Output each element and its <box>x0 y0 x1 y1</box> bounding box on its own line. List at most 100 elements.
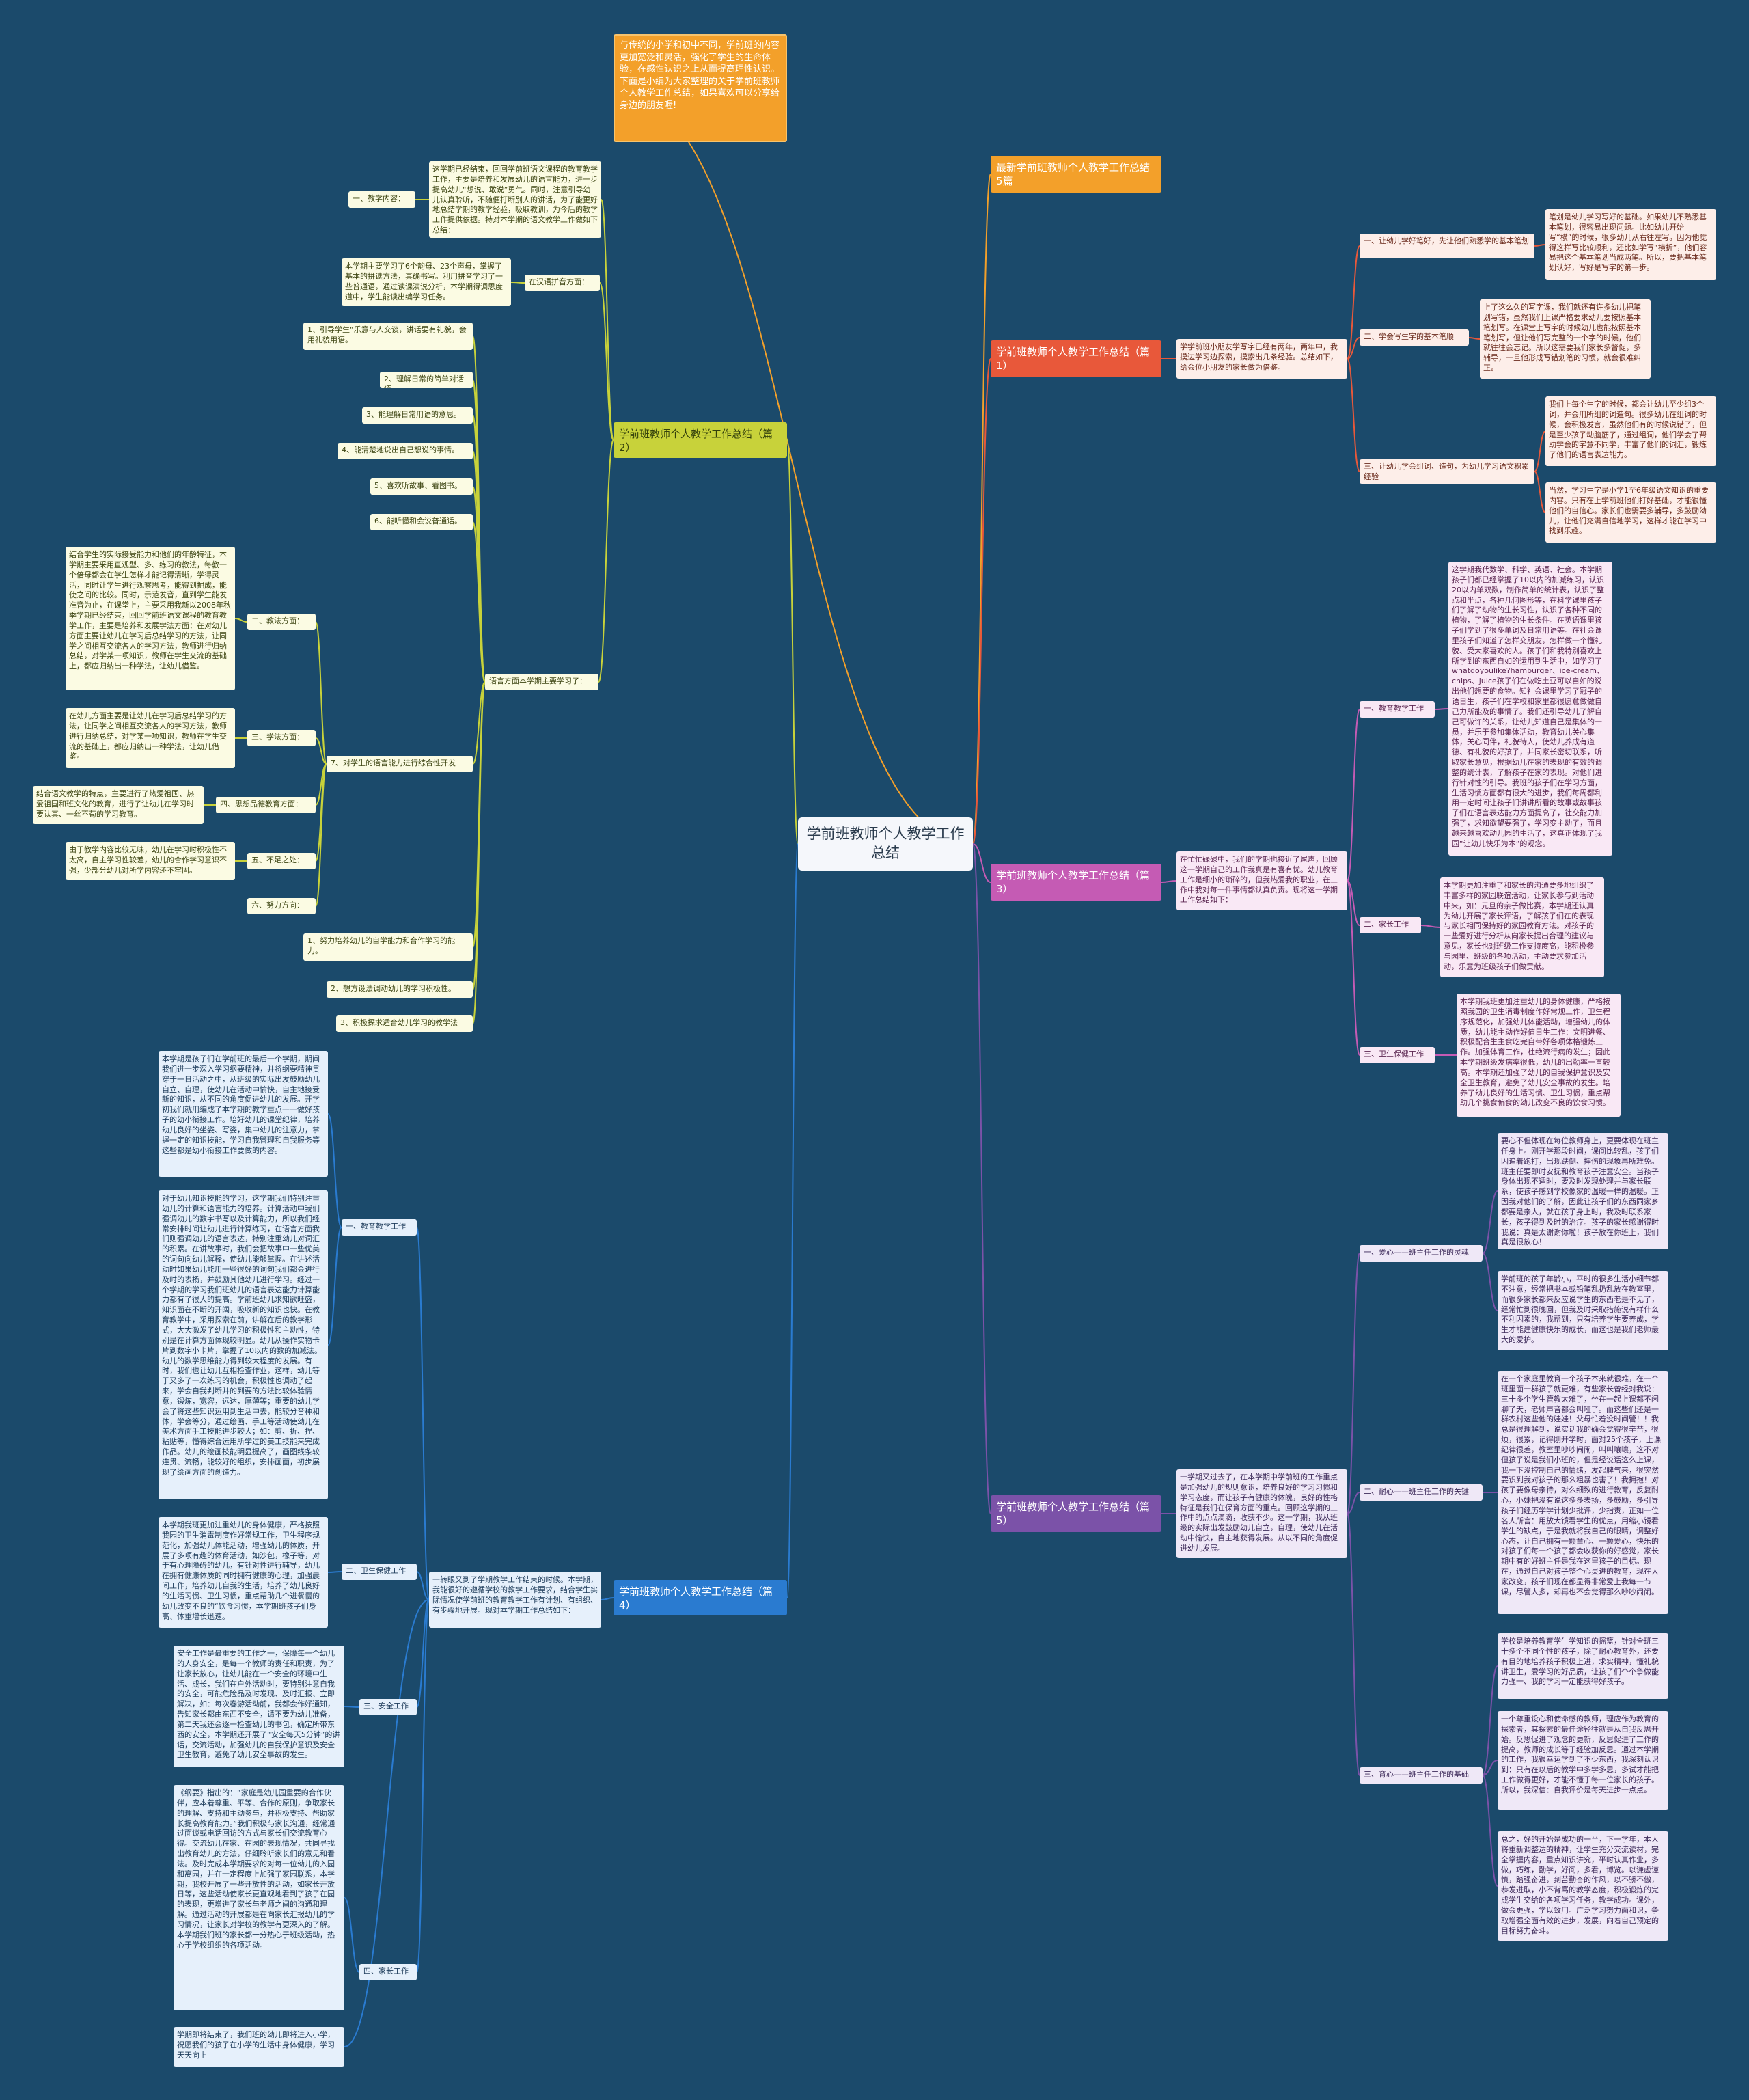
part2-sub3-label[interactable]: 四、思想品德教育方面： <box>216 797 316 813</box>
branch-latest-5[interactable]: 最新学前班教师个人教学工作总结5篇 <box>991 156 1161 193</box>
part2-item2-text[interactable]: 本学期主要学习了6个韵母、23个声母，掌握了基本的拼读方法，真确书写。利用拼音学… <box>342 258 511 306</box>
part5-item2-label[interactable]: 二、耐心——班主任工作的关键 <box>1360 1484 1483 1501</box>
connector-line <box>327 1113 342 1228</box>
connector-line <box>1468 337 1481 340</box>
part1-item2-label[interactable]: 二、学会写生字的基本笔顺 <box>1360 329 1469 346</box>
part2-sub2-text[interactable]: 在幼儿方面主要是让幼儿在学习后总结学习的方法，让同学之间相互交流各人的学习方法，… <box>66 708 235 768</box>
connector-line <box>1534 244 1546 247</box>
part4-item2-text[interactable]: 本学期我班更加注重幼儿的身体健康，严格按照我园的卫生消毒制度作好常规工作，卫生程… <box>159 1517 328 1628</box>
part5-item1-text2[interactable]: 学前班的孩子年龄小，平时的很多生活小细节都不注意，经常把书本或铅笔乱扔乱放在教室… <box>1498 1271 1668 1350</box>
part1-item1-label[interactable]: 一、让幼儿学好笔好，先让他们熟悉学的基本笔划 <box>1360 234 1534 258</box>
part1-desc[interactable]: 学学前班小朋友学写字已经有两年，两年中，我摸边学习边探索，摸索出几条经验。总结如… <box>1176 339 1347 379</box>
part4-item4-label[interactable]: 四、家长工作 <box>359 1964 417 1980</box>
connector-line <box>972 843 991 883</box>
connector-line <box>416 1599 430 1708</box>
part1-item2-text[interactable]: 上了这么久的写字课，我们就还有许多幼儿把笔划写错，虽然我们上课严格要求幼儿要按照… <box>1480 299 1651 379</box>
branch-part1[interactable]: 学前班教师个人教学工作总结（篇1） <box>991 340 1161 377</box>
part5-item3-label[interactable]: 三、育心——班主任工作的基础 <box>1360 1767 1483 1784</box>
part2-sub4-text[interactable]: 由于教学内容比较无味，幼儿在学习时积极性不太高，自主学习性较差，幼儿的合作学习意… <box>66 842 235 880</box>
part2-sub3-text[interactable]: 结合语文教学的特点，主要进行了热爱祖国、热爱祖国和班文化的教育，进行了让幼儿在学… <box>33 786 204 824</box>
connector-line <box>344 1599 430 2047</box>
connector-line <box>1534 431 1546 472</box>
connector-line <box>1347 709 1360 882</box>
connector-line <box>1482 1190 1498 1254</box>
connector-line <box>315 621 327 765</box>
connector-line <box>327 1227 342 1346</box>
part2-bullet5[interactable]: 5、喜欢听故事、看图书。 <box>370 478 473 495</box>
part2-sub5-label[interactable]: 六、努力方向： <box>247 898 316 914</box>
connector-line <box>510 282 525 284</box>
part2-item3-label[interactable]: 语言方面本学期主要学习了： <box>485 674 598 690</box>
part5-item1-label[interactable]: 一、爱心——班主任工作的灵魂 <box>1360 1245 1483 1262</box>
branch-part4[interactable]: 学前班教师个人教学工作总结（篇4） <box>614 1580 787 1615</box>
connector-line <box>1347 245 1360 359</box>
part1-item3-text2[interactable]: 当然，学习生字是小学1至6年级语文知识的重要内容。只有在上学前班他们打好基础，才… <box>1545 482 1716 543</box>
part2-bullet6[interactable]: 6、能听懂和会说普通话。 <box>370 514 473 530</box>
part2-bullet2[interactable]: 2、理解日常的简单对话语。 <box>380 372 473 388</box>
part4-item4-text[interactable]: 《纲要》指出的：“家庭是幼儿园重要的合作伙伴，应本着尊重、平等、合作的原则，争取… <box>174 1785 344 2010</box>
connector-line <box>1482 1775 1498 1887</box>
part4-desc[interactable]: 一转眼又到了学期教学工作结束的时候。本学期，我能很好的遵循学校的教学工作要求，结… <box>429 1572 601 1628</box>
branch-part3[interactable]: 学前班教师个人教学工作总结（篇3） <box>991 864 1161 901</box>
part2-item1-label[interactable]: 一、教学内容： <box>348 191 415 208</box>
part2-bullet3[interactable]: 3、能理解日常用语的意思。 <box>362 407 473 424</box>
part2-item1-text[interactable]: 这学期已经结束，回回学前班语文课程的教育教学工作，主要是培养和发展幼儿的语言能力… <box>429 161 601 238</box>
part4-item3-label[interactable]: 三、安全工作 <box>359 1699 417 1715</box>
part4-item2-label[interactable]: 二、卫生保健工作 <box>342 1564 417 1580</box>
part2-sub2-label[interactable]: 三、学法方面： <box>247 730 316 746</box>
part3-item2-text[interactable]: 本学期更加注重了和家长的沟通要多地组织了丰富多样的家园联谊活动，让家长参与到活动… <box>1440 877 1604 977</box>
connector-line <box>416 1599 430 1973</box>
part5-item3-text3[interactable]: 总之，好的开始是成功的一半，下一学年，本人将重新调整达的精神，让学生充分交流读材… <box>1498 1831 1668 1941</box>
part3-item3-label[interactable]: 三、卫生保健工作 <box>1360 1047 1435 1063</box>
connector-line <box>786 439 799 845</box>
part3-item2-label[interactable]: 二、家长工作 <box>1360 917 1421 933</box>
part2-item7[interactable]: 3、积极探求适合幼儿学习的教学法 <box>336 1015 473 1032</box>
part1-item1-text[interactable]: 笔划是幼儿学习写好的基础。如果幼儿不熟悉基本笔划，很容易出现问题。比如幼儿开始写… <box>1545 209 1716 280</box>
connector-line <box>1347 1253 1360 1514</box>
part1-item3-text1[interactable]: 我们上每个生字的时候，都会让幼儿至少组3个词，并会用所组的词造句。很多幼儿在组词… <box>1545 396 1716 466</box>
part5-item3-text2[interactable]: 一个尊重设心和使命感的教师，理应作为教育的探索者，其探索的最佳途径往就是从自我反… <box>1498 1711 1668 1810</box>
part4-item1-text1[interactable]: 本学期是孩子们在学前班的最后一个学期，期间我们进一步深入学习纲要精神，并将纲要精… <box>159 1051 328 1177</box>
part2-item5[interactable]: 1、努力培养幼儿的自学能力和合作学习的能力。 <box>303 933 473 961</box>
part2-item2-label[interactable]: 在汉语拼音方面： <box>525 275 600 291</box>
connector-line <box>1482 1665 1498 1776</box>
part5-desc[interactable]: 一学期又过去了，在本学期中学前班的工作重点是加强幼儿的规则意识，培养良好的学习习… <box>1176 1469 1347 1558</box>
connector-line <box>472 681 486 765</box>
connector-line <box>344 1706 360 1708</box>
part3-item3-text[interactable]: 本学期我班更加注重幼儿的身体健康，严格按照我园的卫生消毒制度作好常规工作，卫生程… <box>1457 994 1621 1117</box>
part5-item1-text1[interactable]: 要心不但体现在每位教师身上，更要体现在班主任身上。刚开学那段时间，课间比较乱，孩… <box>1498 1133 1668 1249</box>
part4-item5[interactable]: 学期即将结束了，我们班的幼儿即将进入小学，祝愿我们的孩子在小学的生活中身体健康，… <box>174 2027 344 2067</box>
connector-line <box>972 358 991 845</box>
part2-sub4-label[interactable]: 五、不足之处： <box>247 853 316 869</box>
connector-line <box>601 1597 614 1600</box>
part2-bullet1[interactable]: 1、引导学生“乐意与人交谈，讲话要有礼貌，会用礼貌用语。 <box>303 323 473 350</box>
part3-desc[interactable]: 在忙忙碌碌中，我们的学期也接近了尾声，回顾这一学期自己的工作我真是有喜有忧。幼儿… <box>1176 851 1347 910</box>
branch-part5[interactable]: 学前班教师个人教学工作总结（篇5） <box>991 1495 1161 1532</box>
central-topic[interactable]: 学前班教师个人教学工作总结 <box>798 817 973 871</box>
part2-sub1-text[interactable]: 结合学生的实际接受能力和他们的年龄特征，本学期主要采用直观型、多、练习的教法，每… <box>66 547 235 690</box>
connector-line <box>1482 1253 1498 1311</box>
intro-note[interactable]: 与传统的小学和初中不同，学前班的内容更加宽泛和灵活，强化了学生的生命体验，在感性… <box>614 34 787 142</box>
branch-part2[interactable]: 学前班教师个人教学工作总结（篇2） <box>614 422 787 458</box>
connector-line <box>1347 358 1360 472</box>
part3-item1-label[interactable]: 一、教育教学工作 <box>1360 701 1435 718</box>
part4-item3-text[interactable]: 安全工作是最重要的工作之一，保障每一个幼儿的人身安全，是每一个教师的责任和职责，… <box>174 1646 344 1767</box>
part2-item6[interactable]: 2、想方设法调动幼儿的学习积极性。 <box>327 981 473 998</box>
part2-item4-label[interactable]: 7、对学生的语言能力进行综合性开发 <box>327 756 473 772</box>
connector-line <box>1347 337 1360 359</box>
part5-item3-text1[interactable]: 学校是培养教育学生学知识的摇篮，针对全班三十多个不同个性的孩子，除了耐心教育外，… <box>1498 1633 1668 1699</box>
part5-item2-text[interactable]: 在一个家庭里教育一个孩子本来就很难，在一个班里面一群孩子就更难，有些家长曾经对我… <box>1498 1371 1668 1614</box>
part4-item1-text2[interactable]: 对于幼儿知识技能的学习，这学期我们特别注重幼儿的计算和语言能力的培养。计算活动中… <box>159 1190 328 1499</box>
connector-line <box>416 1227 430 1600</box>
part3-item1-text[interactable]: 这学期我代数学、科学、英语、社会。本学期孩子们都已经掌握了10以内的加减练习，认… <box>1448 562 1612 856</box>
connector-line <box>315 737 327 765</box>
part2-sub1-label[interactable]: 二、教法方面： <box>247 614 316 630</box>
part1-item3-label[interactable]: 三、让幼儿学会组词、造句，为幼儿学习语文积累经验 <box>1360 459 1534 484</box>
connector-line <box>234 618 248 623</box>
part4-item1-label[interactable]: 一、教育教学工作 <box>342 1219 417 1236</box>
connector-line <box>1534 471 1546 513</box>
connector-line <box>472 681 486 1024</box>
connector-line <box>1420 925 1441 928</box>
part2-bullet4[interactable]: 4、能清楚地说出自己想说的事情。 <box>338 443 473 459</box>
